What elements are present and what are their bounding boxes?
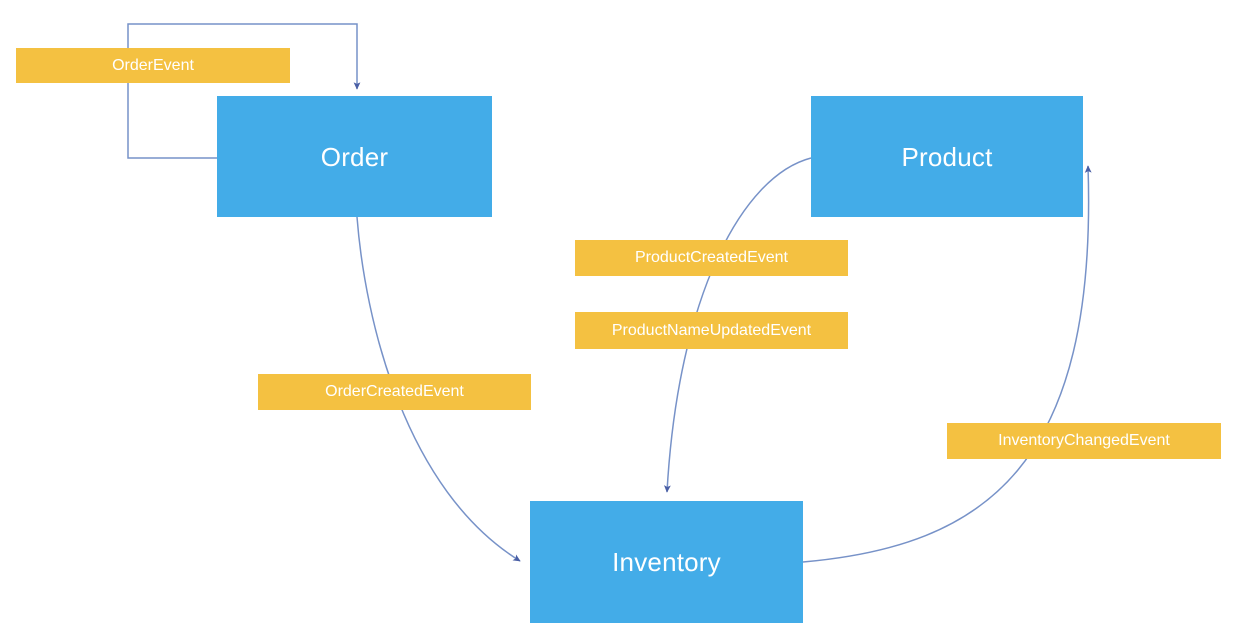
entity-label-order: Order — [320, 141, 389, 172]
event-label-order-created-event[interactable]: OrderCreatedEvent — [258, 374, 531, 410]
entity-node-inventory[interactable]: Inventory — [530, 501, 803, 623]
event-label-product-name-updated-event[interactable]: ProductNameUpdatedEvent — [575, 312, 848, 349]
event-label-product-name-updated-event-text: ProductNameUpdatedEvent — [611, 321, 812, 339]
entity-node-product[interactable]: Product — [811, 96, 1083, 217]
entity-node-order[interactable]: Order — [217, 96, 492, 217]
event-label-order-created-event-text: OrderCreatedEvent — [325, 383, 464, 400]
event-label-inventory-changed-event[interactable]: InventoryChangedEvent — [947, 423, 1221, 459]
edge-inventory-to-product — [802, 165, 1092, 563]
entity-label-inventory: Inventory — [612, 547, 721, 577]
event-label-order-event-text: OrderEvent — [112, 56, 194, 74]
event-label-product-created-event[interactable]: ProductCreatedEvent — [575, 240, 848, 276]
entity-label-product: Product — [901, 141, 993, 172]
event-label-product-created-event-text: ProductCreatedEvent — [635, 249, 788, 266]
event-label-inventory-changed-event-text: InventoryChangedEvent — [998, 432, 1170, 449]
event-label-order-event[interactable]: OrderEvent — [16, 48, 290, 83]
